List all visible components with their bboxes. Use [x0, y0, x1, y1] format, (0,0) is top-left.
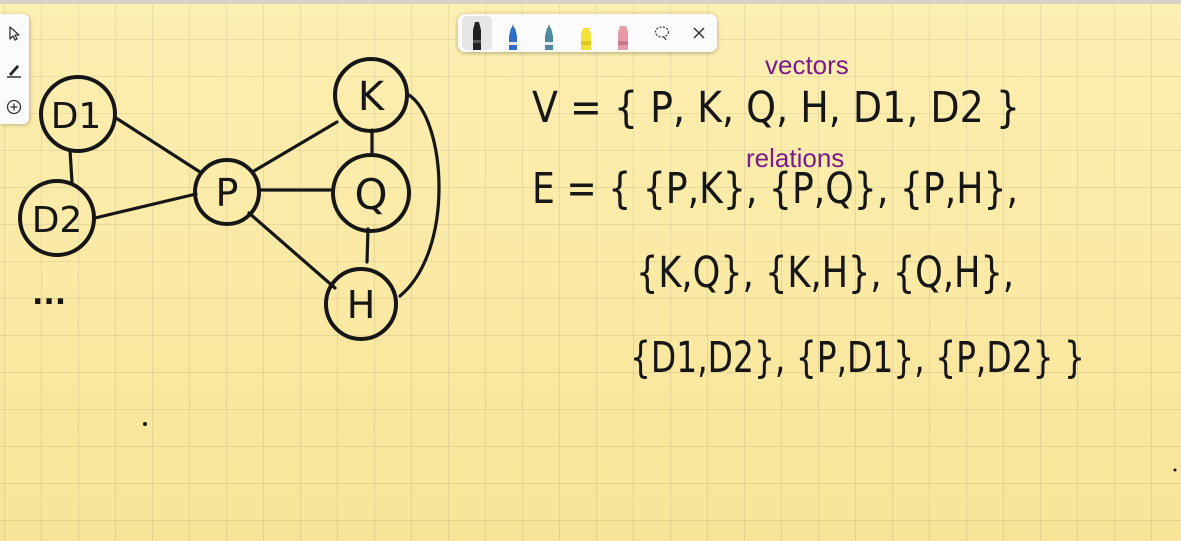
- black-pen-icon[interactable]: [462, 16, 492, 50]
- svg-text:Q: Q: [354, 170, 387, 219]
- graph-node-d2: D2: [18, 179, 96, 257]
- blue-pen-icon[interactable]: [498, 16, 528, 50]
- graph-node-k: K: [333, 57, 409, 133]
- ink-dot: [1173, 468, 1177, 472]
- graph-ellipsis: ...: [32, 277, 66, 312]
- graph-edges: [68, 93, 441, 298]
- graph-node-h: H: [324, 267, 398, 341]
- lasso-select-icon[interactable]: [647, 16, 677, 50]
- graph-node-q: Q: [331, 153, 411, 233]
- relations-annotation: relations: [746, 143, 845, 173]
- edge-set-line-2: {K,Q}, {K,H}, {Q,H},: [636, 248, 1014, 298]
- svg-text:H: H: [347, 283, 376, 327]
- window-top-edge: [0, 0, 1181, 4]
- vectors-annotation: vectors: [765, 50, 849, 80]
- select-cursor-icon[interactable]: [4, 22, 24, 44]
- svg-text:K: K: [358, 74, 386, 120]
- edge-set-line-1: E = { {P,K}, {P,Q}, {P,H},: [532, 164, 1018, 214]
- svg-text:...: ...: [32, 277, 66, 312]
- ink-dot: [143, 422, 147, 426]
- teal-pen-icon[interactable]: [534, 16, 564, 50]
- pen-tray: [458, 14, 717, 52]
- graph-node-d1: D1: [39, 75, 117, 153]
- side-toolbar: [0, 14, 29, 124]
- close-icon[interactable]: [684, 16, 714, 50]
- edge-set-line-3: {D1,D2}, {P,D1}, {P,D2} }: [630, 333, 1085, 383]
- pen-tool-icon[interactable]: [4, 59, 24, 81]
- yellow-highlighter-icon[interactable]: [571, 16, 601, 50]
- svg-text:D1: D1: [51, 96, 102, 137]
- add-plus-icon[interactable]: [4, 96, 24, 118]
- svg-text:P: P: [216, 171, 239, 215]
- graph-node-p: P: [193, 158, 261, 226]
- vertex-set-line: V = { P, K, Q, H, D1, D2 }: [532, 83, 1020, 133]
- svg-text:D2: D2: [32, 200, 83, 241]
- pink-highlighter-icon[interactable]: [608, 16, 638, 50]
